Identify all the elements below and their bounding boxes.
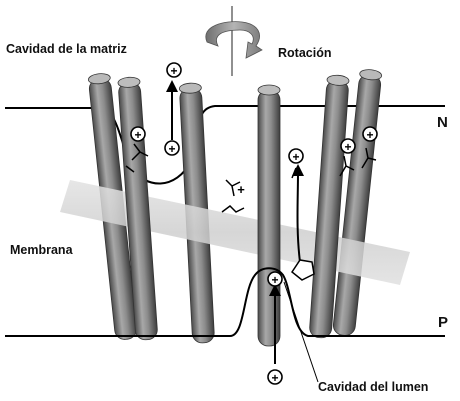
membrane-boundary-n <box>5 105 445 185</box>
proton-icon: + <box>340 138 356 154</box>
proton-icons: + + + + + + + + + <box>130 62 378 385</box>
svg-text:+: + <box>134 128 141 142</box>
proton-transfer-arrow <box>292 164 304 263</box>
proton-icon: + <box>288 148 304 164</box>
proton-icon: + <box>267 271 283 287</box>
lumen-cavity-label: Cavidad del lumen <box>318 380 429 394</box>
svg-text:+: + <box>237 182 245 197</box>
proton-entry-arrow <box>269 284 281 364</box>
charge-mark: + <box>237 182 245 197</box>
rotation-arrow-icon <box>205 6 263 76</box>
membrane-boundary-p <box>5 267 445 337</box>
c-ring-front-cylinders <box>117 74 350 347</box>
svg-text:+: + <box>271 273 278 287</box>
rotation-label: Rotación <box>278 46 332 60</box>
carboxylate-side-chains <box>125 143 377 213</box>
svg-text:+: + <box>271 371 278 385</box>
lumen-leader-line <box>283 281 319 383</box>
proton-icon: + <box>166 62 182 78</box>
proton-icon: + <box>267 369 283 385</box>
membrane-label: Membrana <box>10 243 73 257</box>
side-p-label: P <box>438 314 449 331</box>
svg-text:+: + <box>344 140 351 154</box>
svg-text:+: + <box>366 128 373 142</box>
matrix-cavity-label: Cavidad de la matriz <box>6 42 127 56</box>
svg-text:+: + <box>170 64 177 78</box>
svg-text:+: + <box>168 142 175 156</box>
proton-icon: + <box>130 126 146 142</box>
arginine-ring <box>290 259 315 281</box>
proton-icon: + <box>164 140 180 156</box>
proton-exit-arrow <box>166 80 178 140</box>
side-n-label: N <box>437 114 448 131</box>
proton-icon: + <box>362 126 378 142</box>
svg-text:+: + <box>292 150 299 164</box>
